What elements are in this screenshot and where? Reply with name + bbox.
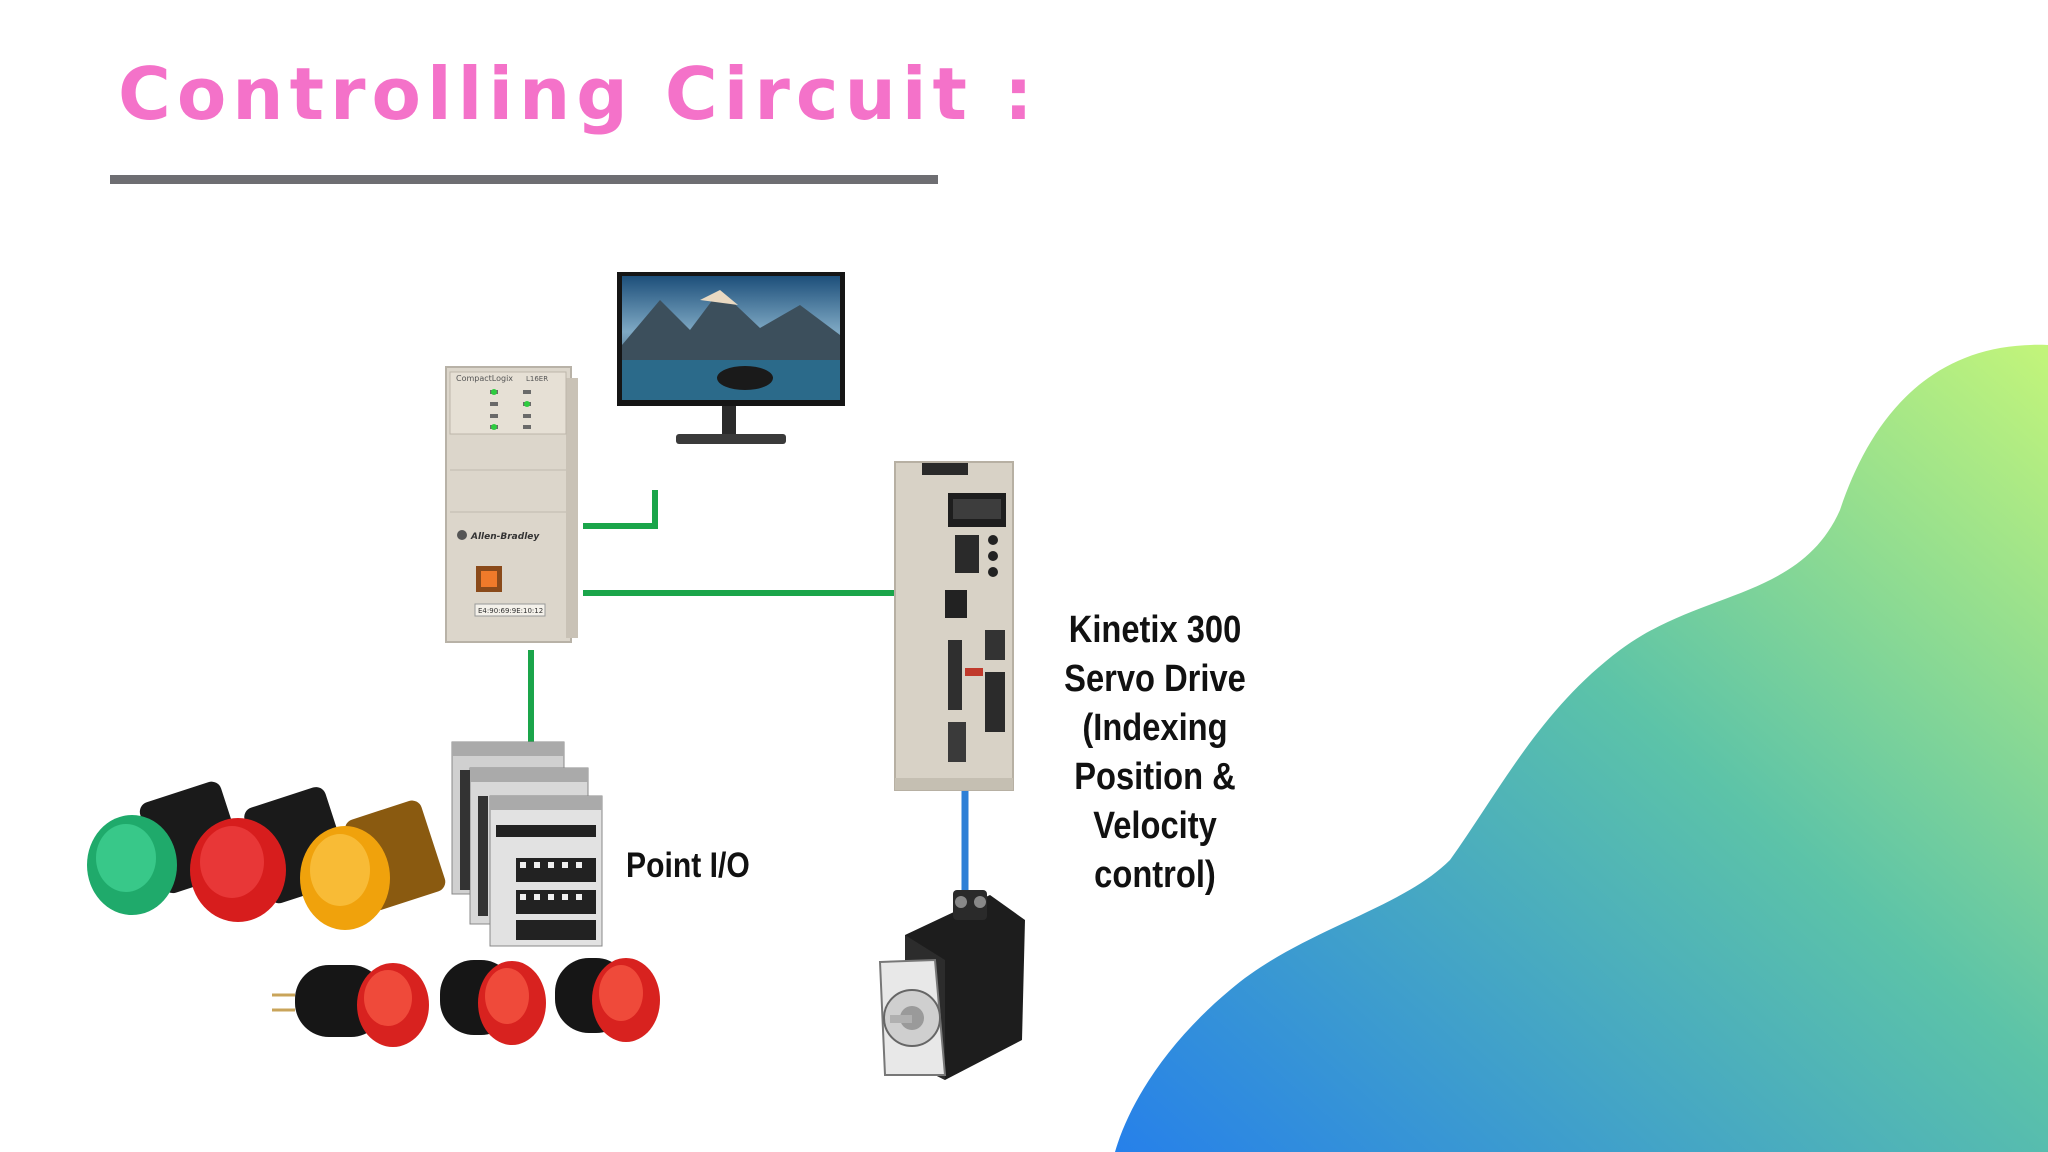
drive-label-line: Servo Drive: [1064, 658, 1246, 700]
push-button-icon: [272, 958, 660, 1047]
drive-label-line: Kinetix 300: [1068, 609, 1242, 651]
drive-label-line: control): [1094, 854, 1216, 896]
svg-text:Allen-Bradley: Allen-Bradley: [470, 532, 540, 542]
servo-motor-icon: [878, 890, 1025, 1080]
svg-text:L16ER: L16ER: [526, 375, 548, 383]
drive-label-line: Position &: [1074, 756, 1236, 798]
servo-drive-label: Kinetix 300 Servo Drive (Indexing Positi…: [1056, 606, 1254, 900]
servo-drive-icon: [894, 461, 1014, 791]
monitor-icon: [617, 272, 845, 444]
svg-text:CompactLogix: CompactLogix: [456, 374, 513, 383]
plc-monitor-link: [583, 490, 658, 529]
drive-label-line: (Indexing: [1082, 707, 1228, 749]
title-underline: [110, 175, 938, 184]
drive-label-line: Velocity: [1093, 805, 1217, 847]
svg-text:E4:90:69:9E:10:12: E4:90:69:9E:10:12: [478, 607, 543, 615]
point-io-label: Point I/O: [626, 846, 750, 885]
slide-title: Controlling Circuit :: [118, 52, 1039, 136]
compactlogix-plc-icon: CompactLogix L16ER Allen-Bradley E4:90:6…: [445, 366, 578, 643]
point-io-module-icon: [451, 741, 603, 947]
pilot-lamp-icon: [87, 781, 446, 930]
